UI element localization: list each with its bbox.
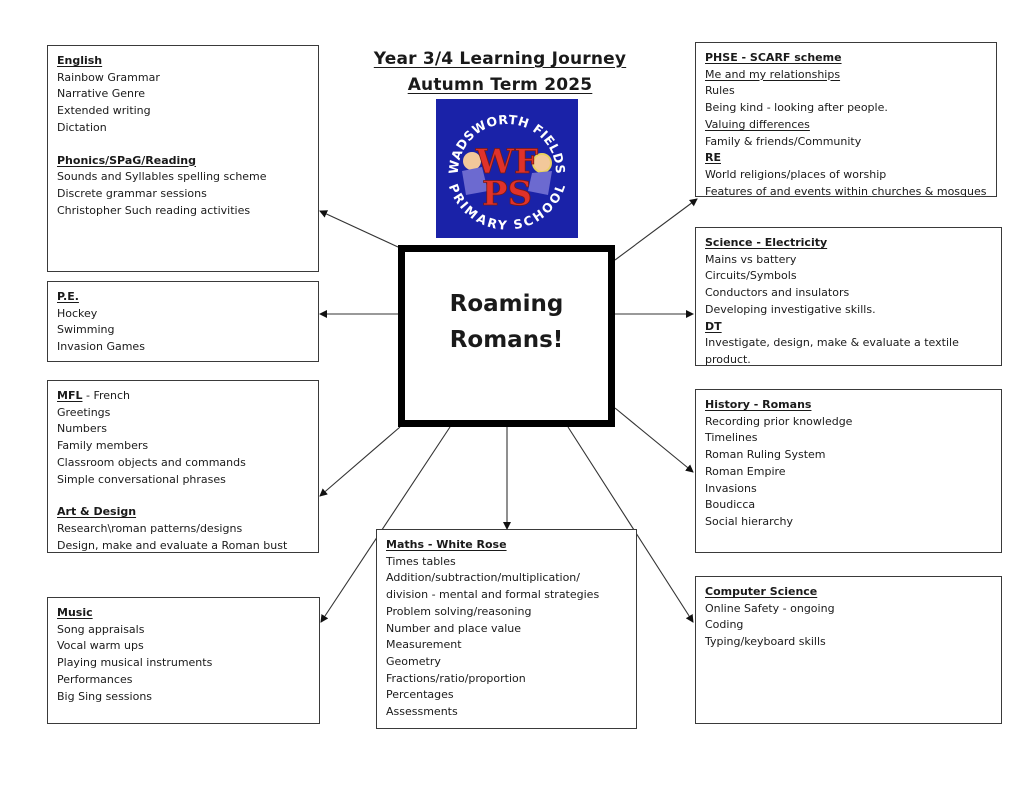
music-heading: Music (57, 606, 93, 619)
list-item: Circuits/Symbols (705, 269, 797, 283)
history-heading: History - Romans (705, 398, 812, 411)
list-item: Extended writing (57, 104, 151, 118)
mfl-art-box: MFL - French Greetings Numbers Family me… (47, 380, 319, 553)
phonics-heading: Phonics/SPaG/Reading (57, 153, 196, 167)
list-item: Timelines (705, 431, 758, 445)
list-item: Family & friends/Community (705, 134, 862, 148)
list-item: Discrete grammar sessions (57, 186, 207, 200)
mfl-heading-suffix: - French (82, 389, 131, 402)
list-item: Greetings (57, 405, 111, 419)
arrow-to-mfl (319, 426, 401, 497)
list-item: Number and place value (386, 621, 522, 635)
science-heading: Science - Electricity (705, 236, 828, 249)
list-item: Boudicca (705, 498, 756, 512)
central-topic-line-1: Roaming (449, 291, 564, 317)
arrow-to-english (319, 210, 399, 248)
list-item: Fractions/ratio/proportion (386, 671, 526, 685)
list-item: World religions/places of worship (705, 167, 887, 181)
phse-heading: PHSE - SCARF scheme (705, 51, 842, 64)
central-topic-box: Roaming Romans! (398, 245, 615, 427)
maths-box: Maths - White Rose Times tables Addition… (376, 529, 637, 729)
list-item: Invasion Games (57, 340, 145, 354)
list-item: Simple conversational phrases (57, 472, 226, 486)
list-item: Assessments (386, 705, 458, 719)
science-dt-box: Science - Electricity Mains vs battery C… (695, 227, 1002, 366)
list-item: Research\roman patterns/designs (57, 521, 243, 535)
phse-subheading-relationships: Me and my relationships (705, 67, 841, 81)
list-item: Big Sing sessions (57, 689, 153, 703)
dt-heading: DT (705, 319, 722, 333)
logo-child-left-icon (463, 152, 481, 170)
list-item: Numbers (57, 422, 107, 436)
list-item: Vocal warm ups (57, 639, 144, 653)
pe-heading: P.E. (57, 290, 79, 303)
list-item: Performances (57, 672, 133, 686)
list-item: Family members (57, 439, 149, 453)
history-box: History - Romans Recording prior knowled… (695, 389, 1002, 553)
list-item: Recording prior knowledge (705, 414, 853, 428)
list-item: Rules (705, 84, 735, 98)
list-item: Typing/keyboard skills (705, 635, 826, 649)
list-item: division - mental and formal strategies (386, 588, 600, 602)
list-item: Times tables (386, 554, 456, 568)
list-item: Mains vs battery (705, 252, 797, 266)
list-item: Addition/subtraction/multiplication/ (386, 571, 580, 585)
computing-box: Computer Science Online Safety - ongoing… (695, 576, 1002, 724)
list-item: Classroom objects and commands (57, 455, 246, 469)
page-title-line-2: Autumn Term 2025 (407, 75, 593, 95)
arrow-to-phse (614, 198, 698, 261)
logo-child-left-body (462, 167, 488, 195)
list-item: Developing investigative skills. (705, 302, 876, 316)
list-item: Geometry (386, 654, 441, 668)
list-item: Invasions (705, 481, 757, 495)
list-item: Investigate, design, make & evaluate a t… (705, 336, 959, 350)
arrow-to-music (320, 426, 451, 623)
list-item: Problem solving/reasoning (386, 604, 532, 618)
mfl-heading: MFL (57, 389, 83, 402)
list-item: Playing musical instruments (57, 656, 213, 670)
computing-heading: Computer Science (705, 585, 818, 598)
school-logo: WADSWORTH FIELDS PRIMARY SCHOOL WF PS (436, 99, 578, 238)
list-item: Roman Ruling System (705, 448, 826, 462)
arrow-to-history (614, 407, 694, 473)
list-item: Dictation (57, 120, 107, 134)
list-item: Being kind - looking after people. (705, 101, 888, 115)
list-item: Conductors and insulators (705, 286, 850, 300)
list-item: Online Safety - ongoing (705, 601, 835, 615)
english-box: English Rainbow Grammar Narrative Genre … (47, 45, 319, 272)
re-heading: RE (705, 151, 721, 165)
list-item: Christopher Such reading activities (57, 203, 251, 217)
music-box: Music Song appraisals Vocal warm ups Pla… (47, 597, 320, 724)
list-item: Features of and events within churches &… (705, 184, 987, 197)
list-item: Roman Empire (705, 464, 786, 478)
list-item: Percentages (386, 688, 454, 702)
list-item: Swimming (57, 323, 115, 337)
list-item: Sounds and Syllables spelling scheme (57, 170, 267, 184)
arrow-to-computing (567, 426, 694, 623)
pe-box: P.E. Hockey Swimming Invasion Games (47, 281, 319, 362)
central-topic-line-2: Romans! (449, 327, 564, 353)
phse-re-box: PHSE - SCARF scheme Me and my relationsh… (695, 42, 997, 197)
logo-child-right-body (528, 171, 552, 195)
list-item: product. (705, 352, 751, 366)
list-item: Song appraisals (57, 622, 145, 636)
list-item: Narrative Genre (57, 87, 146, 101)
english-heading: English (57, 54, 103, 67)
list-item: Social hierarchy (705, 514, 793, 528)
list-item: Measurement (386, 638, 462, 652)
list-item: Hockey (57, 306, 98, 320)
list-item: Coding (705, 618, 744, 632)
phse-subheading-differences: Valuing differences (705, 117, 810, 131)
page-title-line-1: Year 3/4 Learning Journey (373, 49, 627, 69)
list-item: Design, make and evaluate a Roman bust (57, 538, 288, 552)
maths-heading: Maths - White Rose (386, 538, 507, 551)
list-item: Rainbow Grammar (57, 70, 160, 84)
logo-initials-top: WF (475, 142, 538, 182)
art-heading: Art & Design (57, 505, 137, 519)
logo-initials-bottom: PS (482, 174, 532, 214)
